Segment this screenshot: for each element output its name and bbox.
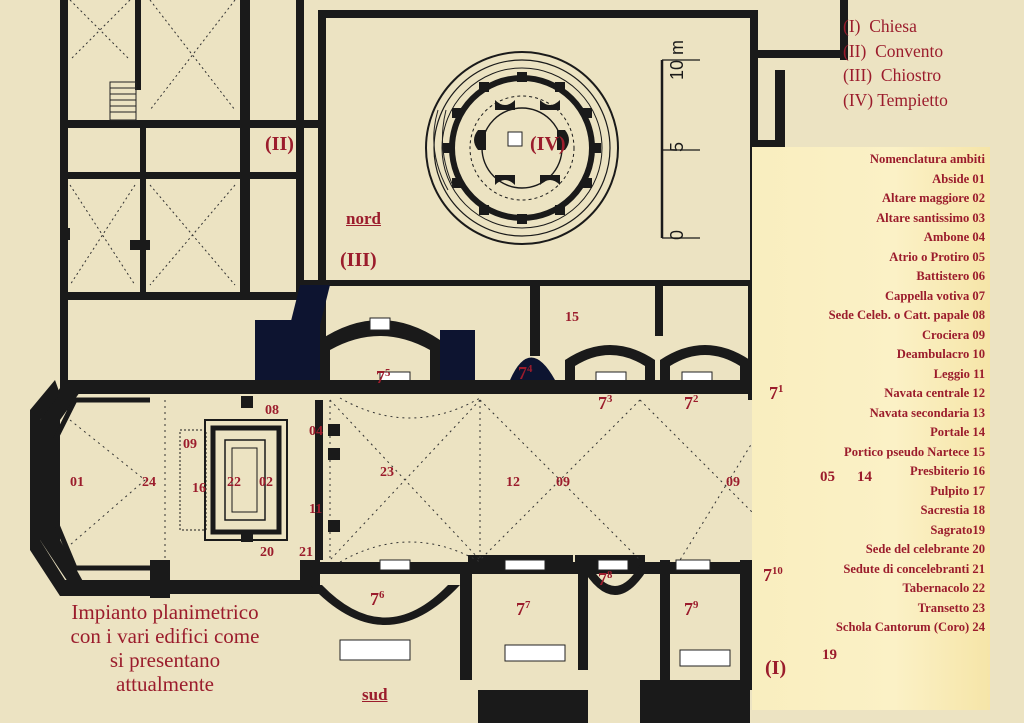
nomenclature-item: Abside 01 xyxy=(932,171,985,186)
nomenclature-item: Portale 14 xyxy=(930,425,985,439)
scale-label-10: 10 m xyxy=(667,39,687,80)
area-09: 09 xyxy=(556,475,570,490)
building-legend: (I) Chiesa (II) Convento (III) Chiostro … xyxy=(843,14,948,112)
nomenclature-item: Altare maggiore 02 xyxy=(881,191,985,205)
area-05: 05 xyxy=(820,469,835,485)
label-nord: nord xyxy=(346,209,381,228)
legend-item: (I) Chiesa xyxy=(843,16,917,36)
south-chapels xyxy=(310,555,752,723)
legend-item: (IV) Tempietto xyxy=(843,89,948,110)
chapel-7-9: 79 xyxy=(684,599,699,619)
area-12: 12 xyxy=(506,475,520,490)
right-building xyxy=(758,0,848,150)
nomenclature-item: Cappella votiva 07 xyxy=(884,288,985,303)
nomenclature-item: Altare santissimo 03 xyxy=(876,210,985,225)
area-15: 15 xyxy=(565,310,579,325)
nomenclature-item: Deambulacro 10 xyxy=(896,347,985,361)
chapel-7-6: 76 xyxy=(370,589,385,609)
nomenclature-item: Pulpito 17 xyxy=(930,483,985,498)
nomenclature-item: Navata secondaria 13 xyxy=(869,405,985,420)
nomenclature-item: Sacrestia 18 xyxy=(920,503,985,517)
area-16: 16 xyxy=(192,481,206,496)
legend-item: (II) Convento xyxy=(843,40,944,61)
chapel-7-7: 77 xyxy=(516,599,531,619)
caption-line: Impianto planimetrico xyxy=(71,600,259,624)
legend-item: (III) Chiostro xyxy=(843,65,942,85)
dark-masses xyxy=(255,285,475,380)
scale-label-0: 0 xyxy=(667,229,687,240)
label-sud: sud xyxy=(362,685,388,704)
area-23: 23 xyxy=(380,465,394,480)
label-chiesa: (I) xyxy=(765,657,787,679)
chapel-7-4: 74 xyxy=(518,363,533,383)
area-08: 08 xyxy=(265,403,279,418)
chapel-7-8: 78 xyxy=(598,569,613,589)
caption-line: con i vari edifici come xyxy=(70,624,260,648)
nomenclature-item: Atrio o Protiro 05 xyxy=(889,249,985,264)
area-11: 11 xyxy=(309,502,323,517)
label-chiostro: (III) xyxy=(340,249,377,271)
tempietto-columns xyxy=(443,72,601,224)
convent-vaults xyxy=(69,0,236,286)
chapel-7-5: 75 xyxy=(376,367,391,387)
area-21: 21 xyxy=(299,545,313,560)
nomenclature-item: Transetto 23 xyxy=(917,600,985,615)
nomenclature-item: Sedute di concelebranti 21 xyxy=(843,561,985,576)
nomenclature-item: Presbiterio 16 xyxy=(910,464,985,478)
nomenclature-item: Sede del celebrante 20 xyxy=(865,542,985,556)
area-01: 01 xyxy=(70,475,84,490)
label-convento: (II) xyxy=(265,133,294,155)
area-24: 24 xyxy=(142,475,156,490)
area-19: 19 xyxy=(822,647,837,663)
area-02: 02 xyxy=(259,475,273,490)
convent-walls xyxy=(60,0,758,410)
nomenclature-item: Crociera 09 xyxy=(921,327,985,342)
nomenclature-item: Ambone 04 xyxy=(923,230,985,244)
nomenclature-title: Nomenclatura ambiti xyxy=(869,152,985,166)
nomenclature-panel: Nomenclatura ambiti Abside 01 Altare mag… xyxy=(752,147,990,710)
staircase xyxy=(109,81,137,121)
chapel-7-1: 71 xyxy=(769,383,784,403)
label-tempietto: (IV) xyxy=(530,133,566,155)
nomenclature-item: Tabernacolo 22 xyxy=(902,581,985,595)
caption-line: attualmente xyxy=(116,672,214,696)
area-09: 09 xyxy=(726,475,740,490)
chapel-7-10: 710 xyxy=(763,565,783,585)
nomenclature-item: Schola Cantorum (Coro) 24 xyxy=(835,620,985,634)
plan-caption: Impianto planimetrico con i vari edifici… xyxy=(30,600,300,696)
area-22: 22 xyxy=(227,475,241,490)
nomenclature-item: Portico pseudo Nartece 15 xyxy=(844,444,985,459)
nomenclature-item: Battistero 06 xyxy=(916,269,985,283)
scale-bar xyxy=(660,59,700,239)
caption-line: si presentano xyxy=(109,648,221,672)
nomenclature-item: Sagrato19 xyxy=(930,522,985,537)
area-20: 20 xyxy=(260,545,274,560)
nomenclature-item: Sede Celeb. o Catt. papale 08 xyxy=(828,308,985,322)
chapel-7-3: 73 xyxy=(598,393,613,413)
chapel-7-2: 72 xyxy=(684,393,699,413)
nomenclature-item: Navata centrale 12 xyxy=(884,386,985,400)
scale-label-5: 5 xyxy=(667,141,687,152)
area-04: 04 xyxy=(309,424,323,439)
nomenclature-item: Leggio 11 xyxy=(933,366,985,381)
area-09: 09 xyxy=(183,437,197,452)
area-14: 14 xyxy=(857,469,872,485)
vault-lines xyxy=(69,397,761,563)
